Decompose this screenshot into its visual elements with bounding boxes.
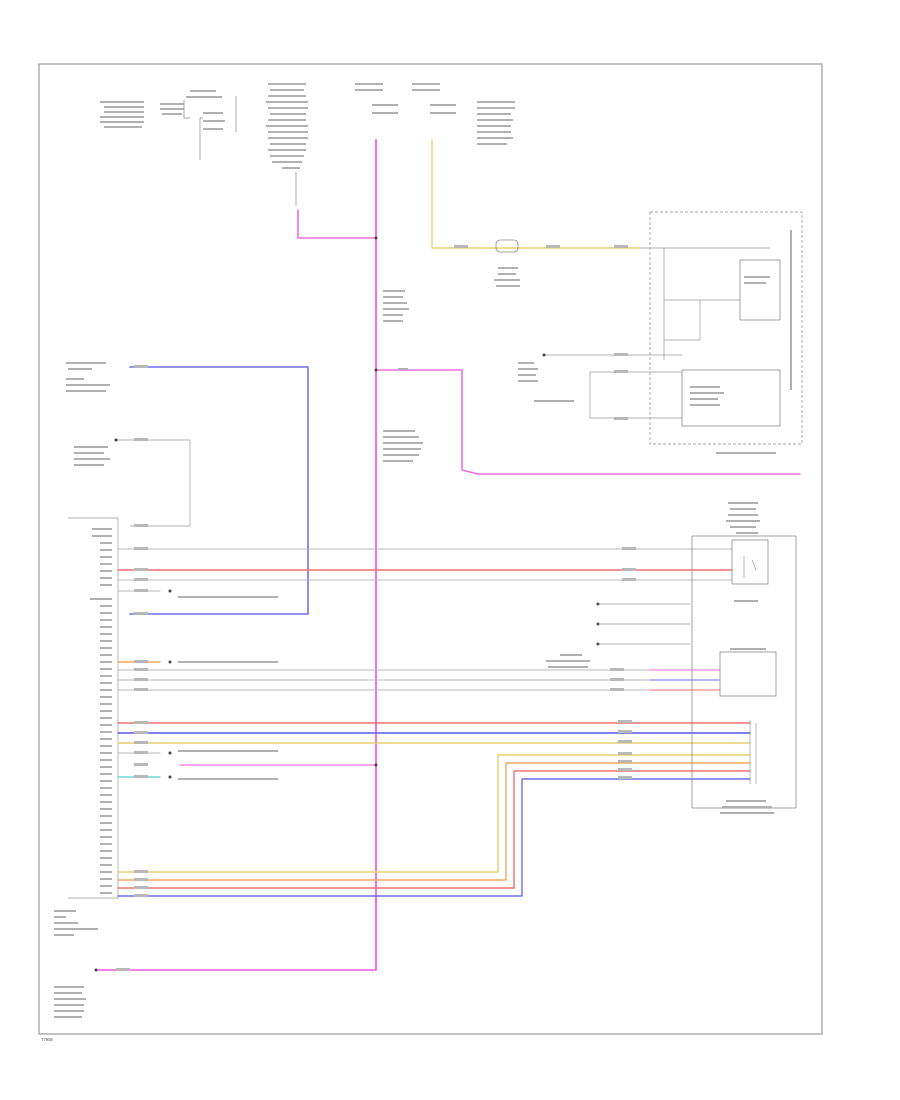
top-connectors <box>183 96 297 206</box>
yellow-feed <box>431 139 770 253</box>
right-connector-labels <box>546 502 774 814</box>
bottom-left-labels <box>54 910 98 1018</box>
junction-dots <box>94 236 600 972</box>
harness-wires-mid <box>117 661 721 691</box>
left-connector <box>68 517 119 899</box>
ground-loop <box>116 439 191 527</box>
harness-wires-lower <box>117 722 751 897</box>
right-pin-codes <box>116 245 636 971</box>
stub-wires <box>598 603 690 645</box>
figure-code: T7956 <box>41 1037 54 1042</box>
fuse-label <box>494 267 520 287</box>
right-module-labels <box>518 230 792 454</box>
top-label-blocks <box>100 83 515 169</box>
left-connector-pins <box>90 528 112 894</box>
harness-wires-upper <box>117 548 733 592</box>
main-bus-labels <box>383 290 423 462</box>
right-connector <box>691 535 797 809</box>
diagram-frame <box>38 63 823 1035</box>
wire-note-labels <box>178 596 278 780</box>
main-pink-bus <box>95 139 801 971</box>
left-labels-upper <box>66 362 110 466</box>
blue-loop <box>129 366 309 615</box>
right-module-top <box>544 211 803 445</box>
